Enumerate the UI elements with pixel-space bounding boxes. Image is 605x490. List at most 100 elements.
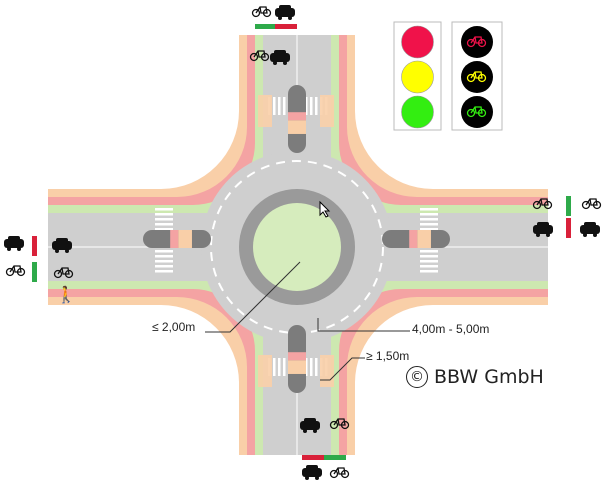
signal-bar-red	[32, 236, 37, 256]
car-wheel	[536, 233, 540, 237]
car-wheel	[313, 429, 317, 433]
bicycle-lamp-yellow	[461, 61, 493, 93]
car-wheel	[315, 476, 319, 480]
bike-frame	[255, 6, 268, 14]
signal-bar-green	[255, 24, 275, 29]
bike-frame	[536, 198, 549, 206]
bicycle-lamp-green	[461, 96, 493, 128]
crosswalk-north	[315, 97, 318, 115]
bicycle-icon	[329, 467, 350, 479]
bicycle-icon	[466, 71, 487, 83]
splitter-island-north-bike	[288, 112, 306, 121]
car-roof	[56, 238, 68, 244]
bicycle-icon	[53, 267, 74, 279]
car-wheel	[7, 247, 11, 251]
signal-bar-green	[32, 262, 37, 282]
bicycle-icon	[249, 50, 270, 62]
bike-frame	[333, 467, 346, 475]
crossing-patch	[320, 355, 334, 387]
mouse-cursor-icon	[319, 200, 331, 218]
car-wheel	[65, 249, 69, 253]
crosswalk-east	[420, 223, 438, 226]
crossing-patch	[320, 95, 334, 127]
crossing-patch	[258, 355, 272, 387]
bicycle-icon	[581, 198, 602, 210]
car-wheel	[288, 16, 292, 20]
car-roof	[537, 222, 549, 228]
bike-frame	[470, 106, 483, 114]
leader-min-width	[320, 357, 365, 381]
bike-frame	[333, 418, 346, 426]
crosswalk-north	[273, 97, 276, 115]
bike-wheel	[329, 469, 339, 479]
crossing-patch	[258, 95, 272, 127]
bike-frame	[9, 265, 22, 273]
car-icon	[275, 5, 295, 20]
car-roof	[274, 50, 286, 56]
bike-wheel	[466, 108, 476, 118]
splitter-island-south-walk	[288, 360, 306, 374]
car-icon	[270, 50, 290, 65]
pedestrian-icon: 🚶	[56, 285, 76, 304]
car-icon	[580, 222, 600, 237]
bike-wheel	[581, 200, 591, 210]
bike-frame	[253, 50, 266, 58]
crosswalk-south	[305, 358, 308, 376]
crosswalk-east	[420, 265, 438, 268]
label-max-width: ≤ 2,00m	[152, 320, 196, 334]
bicycle-icon	[466, 106, 487, 118]
central-island	[253, 203, 341, 291]
car-roof	[279, 5, 291, 11]
car-icon	[52, 238, 72, 253]
splitter-island-east-walk	[417, 230, 431, 248]
crosswalk-west	[155, 260, 173, 263]
crosswalk-west	[155, 270, 173, 273]
bike-wheel	[532, 200, 542, 210]
car-roof	[306, 465, 318, 471]
splitter-island-west-bike	[170, 230, 179, 248]
crosswalk-west	[155, 228, 173, 231]
bicycle-icon	[532, 198, 553, 210]
crosswalk-south	[283, 358, 286, 376]
car-icon	[302, 465, 322, 480]
crosswalk-east	[420, 270, 438, 273]
bike-wheel	[329, 420, 339, 430]
leader-island-length	[317, 318, 410, 332]
signal-bar-red	[566, 218, 571, 238]
car-wheel	[546, 233, 550, 237]
copyright-icon: ©	[406, 366, 428, 388]
crosswalk-south	[315, 358, 318, 376]
car-icon	[533, 222, 553, 237]
signal-bar-green	[324, 455, 346, 460]
bike-wheel	[466, 73, 476, 83]
signal-lamp-green	[401, 95, 434, 129]
bike-wheel	[249, 52, 259, 62]
crosswalk-east	[420, 228, 438, 231]
car-roof	[584, 222, 596, 228]
copyright-notice: ©BBW GmbH	[406, 366, 544, 388]
car-wheel	[273, 61, 277, 65]
crosswalk-east	[420, 218, 438, 221]
car-wheel	[17, 247, 21, 251]
splitter-island-east-bike	[409, 230, 418, 248]
splitter-island-west-walk	[178, 230, 192, 248]
bike-frame	[57, 267, 70, 275]
bike-wheel	[53, 269, 63, 279]
label-min-width: ≥ 1,50m	[366, 349, 410, 363]
bicycle-icon	[5, 265, 26, 277]
crosswalk-east	[420, 260, 438, 263]
car-wheel	[593, 233, 597, 237]
crosswalk-west	[155, 208, 173, 211]
bicycle-icon	[329, 418, 350, 430]
car-roof	[304, 418, 316, 424]
crosswalk-north	[278, 97, 281, 115]
signal-bar-red	[275, 24, 297, 29]
bike-frame	[585, 198, 598, 206]
crosswalk-north	[283, 97, 286, 115]
crosswalk-east	[420, 255, 438, 258]
crosswalk-south	[310, 358, 313, 376]
crosswalk-west	[155, 223, 173, 226]
car-icon	[300, 418, 320, 433]
